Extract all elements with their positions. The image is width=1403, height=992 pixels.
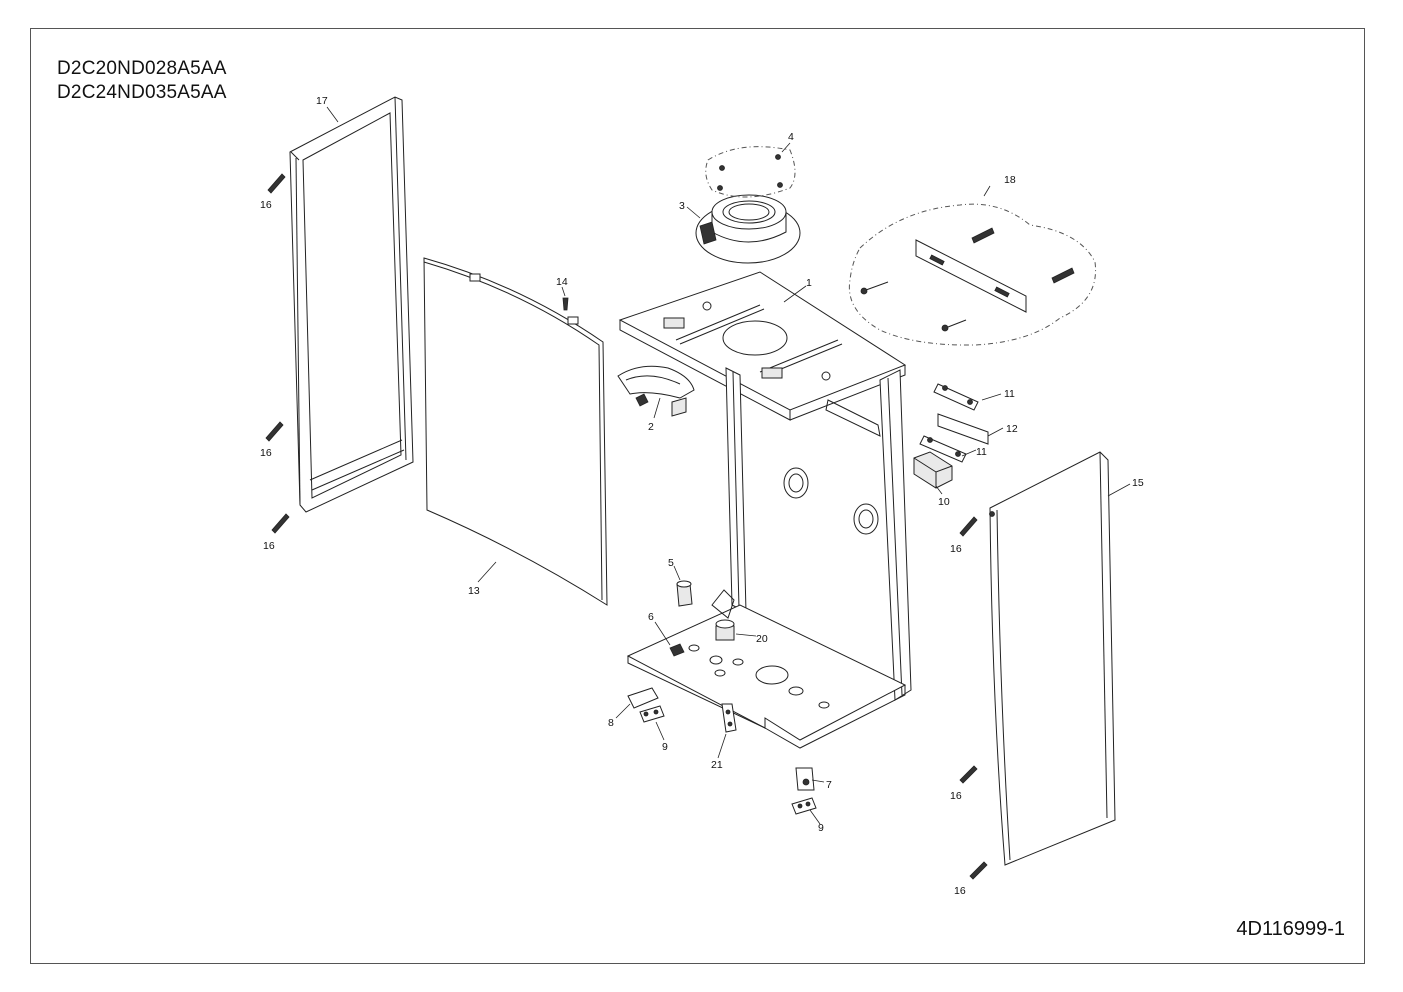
callout-1: 1 bbox=[806, 277, 812, 289]
part-10-switch-block bbox=[913, 451, 953, 489]
part-14-screw bbox=[562, 297, 569, 311]
callout-16: 16 bbox=[263, 540, 275, 552]
callout-17: 17 bbox=[316, 95, 328, 107]
part-9-washer-right bbox=[791, 797, 817, 815]
callout-7: 7 bbox=[826, 779, 832, 791]
callout-13: 13 bbox=[468, 585, 480, 597]
part-18-wall-bracket-kit bbox=[848, 203, 1097, 346]
callout-15: 15 bbox=[1132, 477, 1144, 489]
callout-leaders bbox=[326, 106, 1131, 825]
part-20-fitting bbox=[715, 619, 735, 641]
document-number: 4D116999-1 bbox=[1236, 918, 1345, 940]
model-code-1: D2C20ND028A5AA bbox=[57, 58, 227, 79]
callout-12: 12 bbox=[1006, 423, 1018, 435]
callout-11: 11 bbox=[1004, 388, 1015, 400]
part-13-front-panel bbox=[423, 257, 608, 606]
callout-4: 4 bbox=[788, 131, 794, 143]
callout-9: 9 bbox=[662, 741, 668, 753]
part-15-right-side-panel bbox=[989, 451, 1116, 866]
part-16-screw-4 bbox=[959, 516, 978, 537]
callout-2: 2 bbox=[648, 421, 654, 433]
drawing-frame bbox=[30, 28, 1365, 964]
callout-6: 6 bbox=[648, 611, 654, 623]
part-6-clip bbox=[669, 643, 685, 657]
callout-14: 14 bbox=[556, 276, 568, 288]
model-code-2: D2C24ND035A5AA bbox=[57, 82, 227, 103]
part-16-screw-3 bbox=[271, 513, 290, 534]
part-4-gasket-kit bbox=[705, 146, 796, 198]
part-7-bracket bbox=[795, 767, 815, 791]
callout-8: 8 bbox=[608, 717, 614, 729]
part-5-grommet bbox=[676, 580, 693, 607]
part-21-plate bbox=[721, 703, 737, 733]
part-16-screw-5 bbox=[959, 765, 978, 784]
part-16-screw-6 bbox=[969, 861, 988, 880]
callout-18: 18 bbox=[1004, 174, 1016, 186]
callout-labels: 17 16 16 16 4 3 18 1 14 2 11 12 11 10 15… bbox=[260, 95, 1144, 897]
part-11-clip-upper bbox=[933, 383, 979, 411]
callout-9: 9 bbox=[818, 822, 824, 834]
part-8-bracket bbox=[627, 687, 659, 709]
callout-10: 10 bbox=[938, 496, 950, 508]
part-12-bracket bbox=[937, 413, 989, 445]
callout-20: 20 bbox=[756, 633, 768, 645]
part-3-flue-adaptor bbox=[695, 194, 801, 264]
part-11-clip-lower bbox=[919, 435, 967, 463]
callout-16: 16 bbox=[260, 447, 272, 459]
callout-3: 3 bbox=[679, 200, 685, 212]
callout-5: 5 bbox=[668, 557, 674, 569]
callout-16: 16 bbox=[954, 885, 966, 897]
part-1-main-chassis bbox=[618, 271, 912, 749]
callout-21: 21 bbox=[711, 759, 723, 771]
callout-16: 16 bbox=[260, 199, 272, 211]
part-2-condensate-tray bbox=[617, 365, 695, 417]
part-9-washer-left bbox=[639, 705, 665, 723]
part-16-screw-1 bbox=[267, 173, 286, 194]
part-16-screw-2 bbox=[265, 421, 284, 442]
callout-16: 16 bbox=[950, 543, 962, 555]
callout-16: 16 bbox=[950, 790, 962, 802]
part-17-left-side-frame bbox=[289, 96, 414, 513]
callout-11: 11 bbox=[976, 446, 987, 458]
